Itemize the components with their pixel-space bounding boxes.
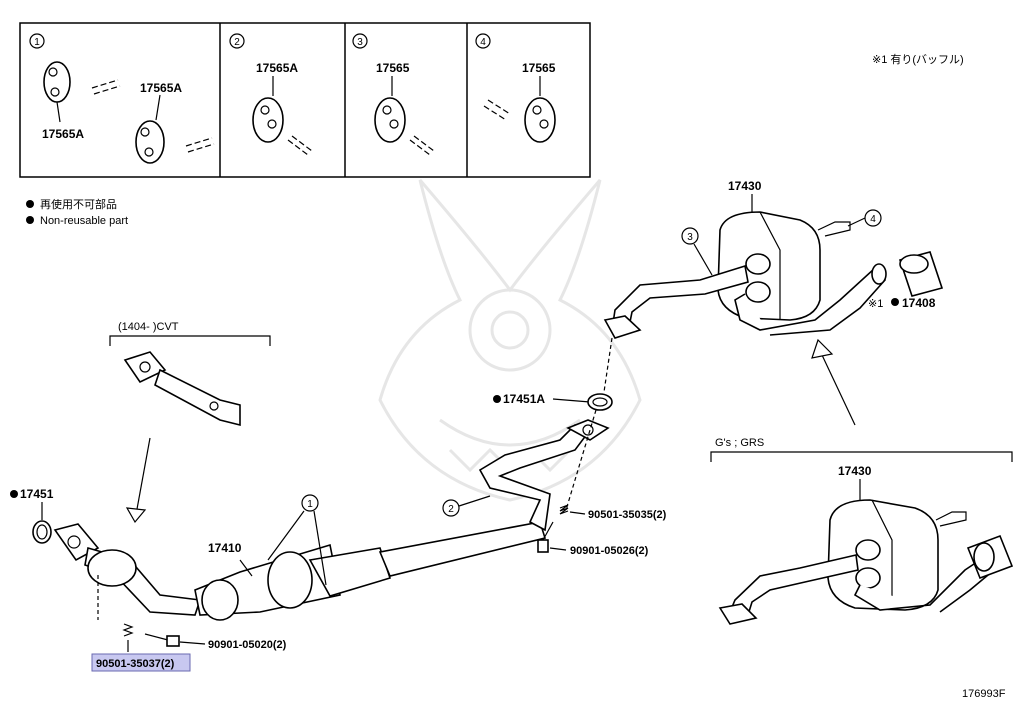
hanger-rubber-icon [524,97,556,143]
drawing-id: 176993F [962,688,1006,700]
part-17408-prefix: ※1 [868,298,883,310]
hanger-box-4: 4 17565 [475,33,556,143]
part-90901-05026-label: 90901-05026(2) [570,545,649,557]
box-2-label: 17565A [256,61,298,75]
arrow-up-icon [811,338,856,426]
hanger-box-3: 3 17565 [352,33,435,156]
hanger-table [19,22,591,178]
spring-90501-35037: 90501-35037(2) [91,575,191,672]
hanger-box-2: 2 17565A [229,33,313,156]
callout-1-number: 1 [307,499,313,510]
part-17408-label: 17408 [902,296,936,310]
gs-variant-label: G's ; GRS [715,437,764,449]
part-17451A-label: 17451A [503,392,545,406]
box-1-label-b: 17565A [140,81,182,95]
front-pipe-17410: 17410 [53,521,547,621]
non-reusable-dot-icon [891,298,899,306]
box-4-index: 4 [480,37,486,48]
part-90901-05020-label: 90901-05020(2) [208,639,287,651]
tail-pipe-17408: ※1 17408 [868,251,944,310]
spring-90501-35035: 90501-35035(2) [559,504,667,521]
legend: 再使用不可部品 Non-reusable part [26,197,128,227]
part-17410-label: 17410 [208,541,242,555]
watermark-emblem [378,179,642,502]
rear-muffler-17430: 17430 [603,179,887,339]
callout-2-number: 2 [448,504,454,515]
gasket-17451A: 17451A [493,337,613,511]
highlight-box [91,653,191,672]
non-reusable-dot-icon [493,395,501,403]
baffle-note: ※1 有り(バッフル) [872,52,964,66]
callout-3: 3 [681,227,713,276]
part-17430-bottom-label: 17430 [838,464,872,478]
center-pipe [478,419,610,532]
legend-non-reusable-jp: 再使用不可部品 [40,197,117,211]
part-17430-top-label: 17430 [728,179,762,193]
cvt-variant: (1404- )CVT [109,321,271,524]
gasket-17451: 17451 [10,487,54,544]
box-1-index: 1 [34,37,40,48]
gs-variant: G's ; GRS 17430 [710,437,1014,625]
bolt-90901-05020: 90901-05020(2) [144,633,287,651]
box-1-label-a: 17565A [42,127,84,141]
bolt-90901-05026: 90901-05026(2) [537,521,649,557]
hanger-rubber-icon [43,61,71,103]
box-2-index: 2 [234,37,240,48]
part-17451-label: 17451 [20,487,54,501]
part-90501-35037-label: 90501-35037(2) [96,658,175,670]
hanger-rubber-icon [252,97,284,143]
callout-1-main: 1 [267,494,327,586]
callout-4-number: 4 [870,214,876,225]
callout-3-number: 3 [687,232,693,243]
callout-4: 4 [847,209,882,227]
box-3-index: 3 [357,37,363,48]
non-reusable-dot-icon [26,200,34,208]
box-4-label: 17565 [522,61,556,75]
callout-2: 2 [442,495,491,517]
hanger-rubber-icon [135,120,165,164]
box-3-label: 17565 [376,61,410,75]
non-reusable-dot-icon [26,216,34,224]
hanger-rubber-icon [374,97,406,143]
legend-non-reusable-en: Non-reusable part [40,215,128,227]
hanger-box-1: 1 17565A 17565A [29,33,215,164]
part-90501-35035-label: 90501-35035(2) [588,509,667,521]
cvt-variant-label: (1404- )CVT [118,321,179,333]
non-reusable-dot-icon [10,490,18,498]
